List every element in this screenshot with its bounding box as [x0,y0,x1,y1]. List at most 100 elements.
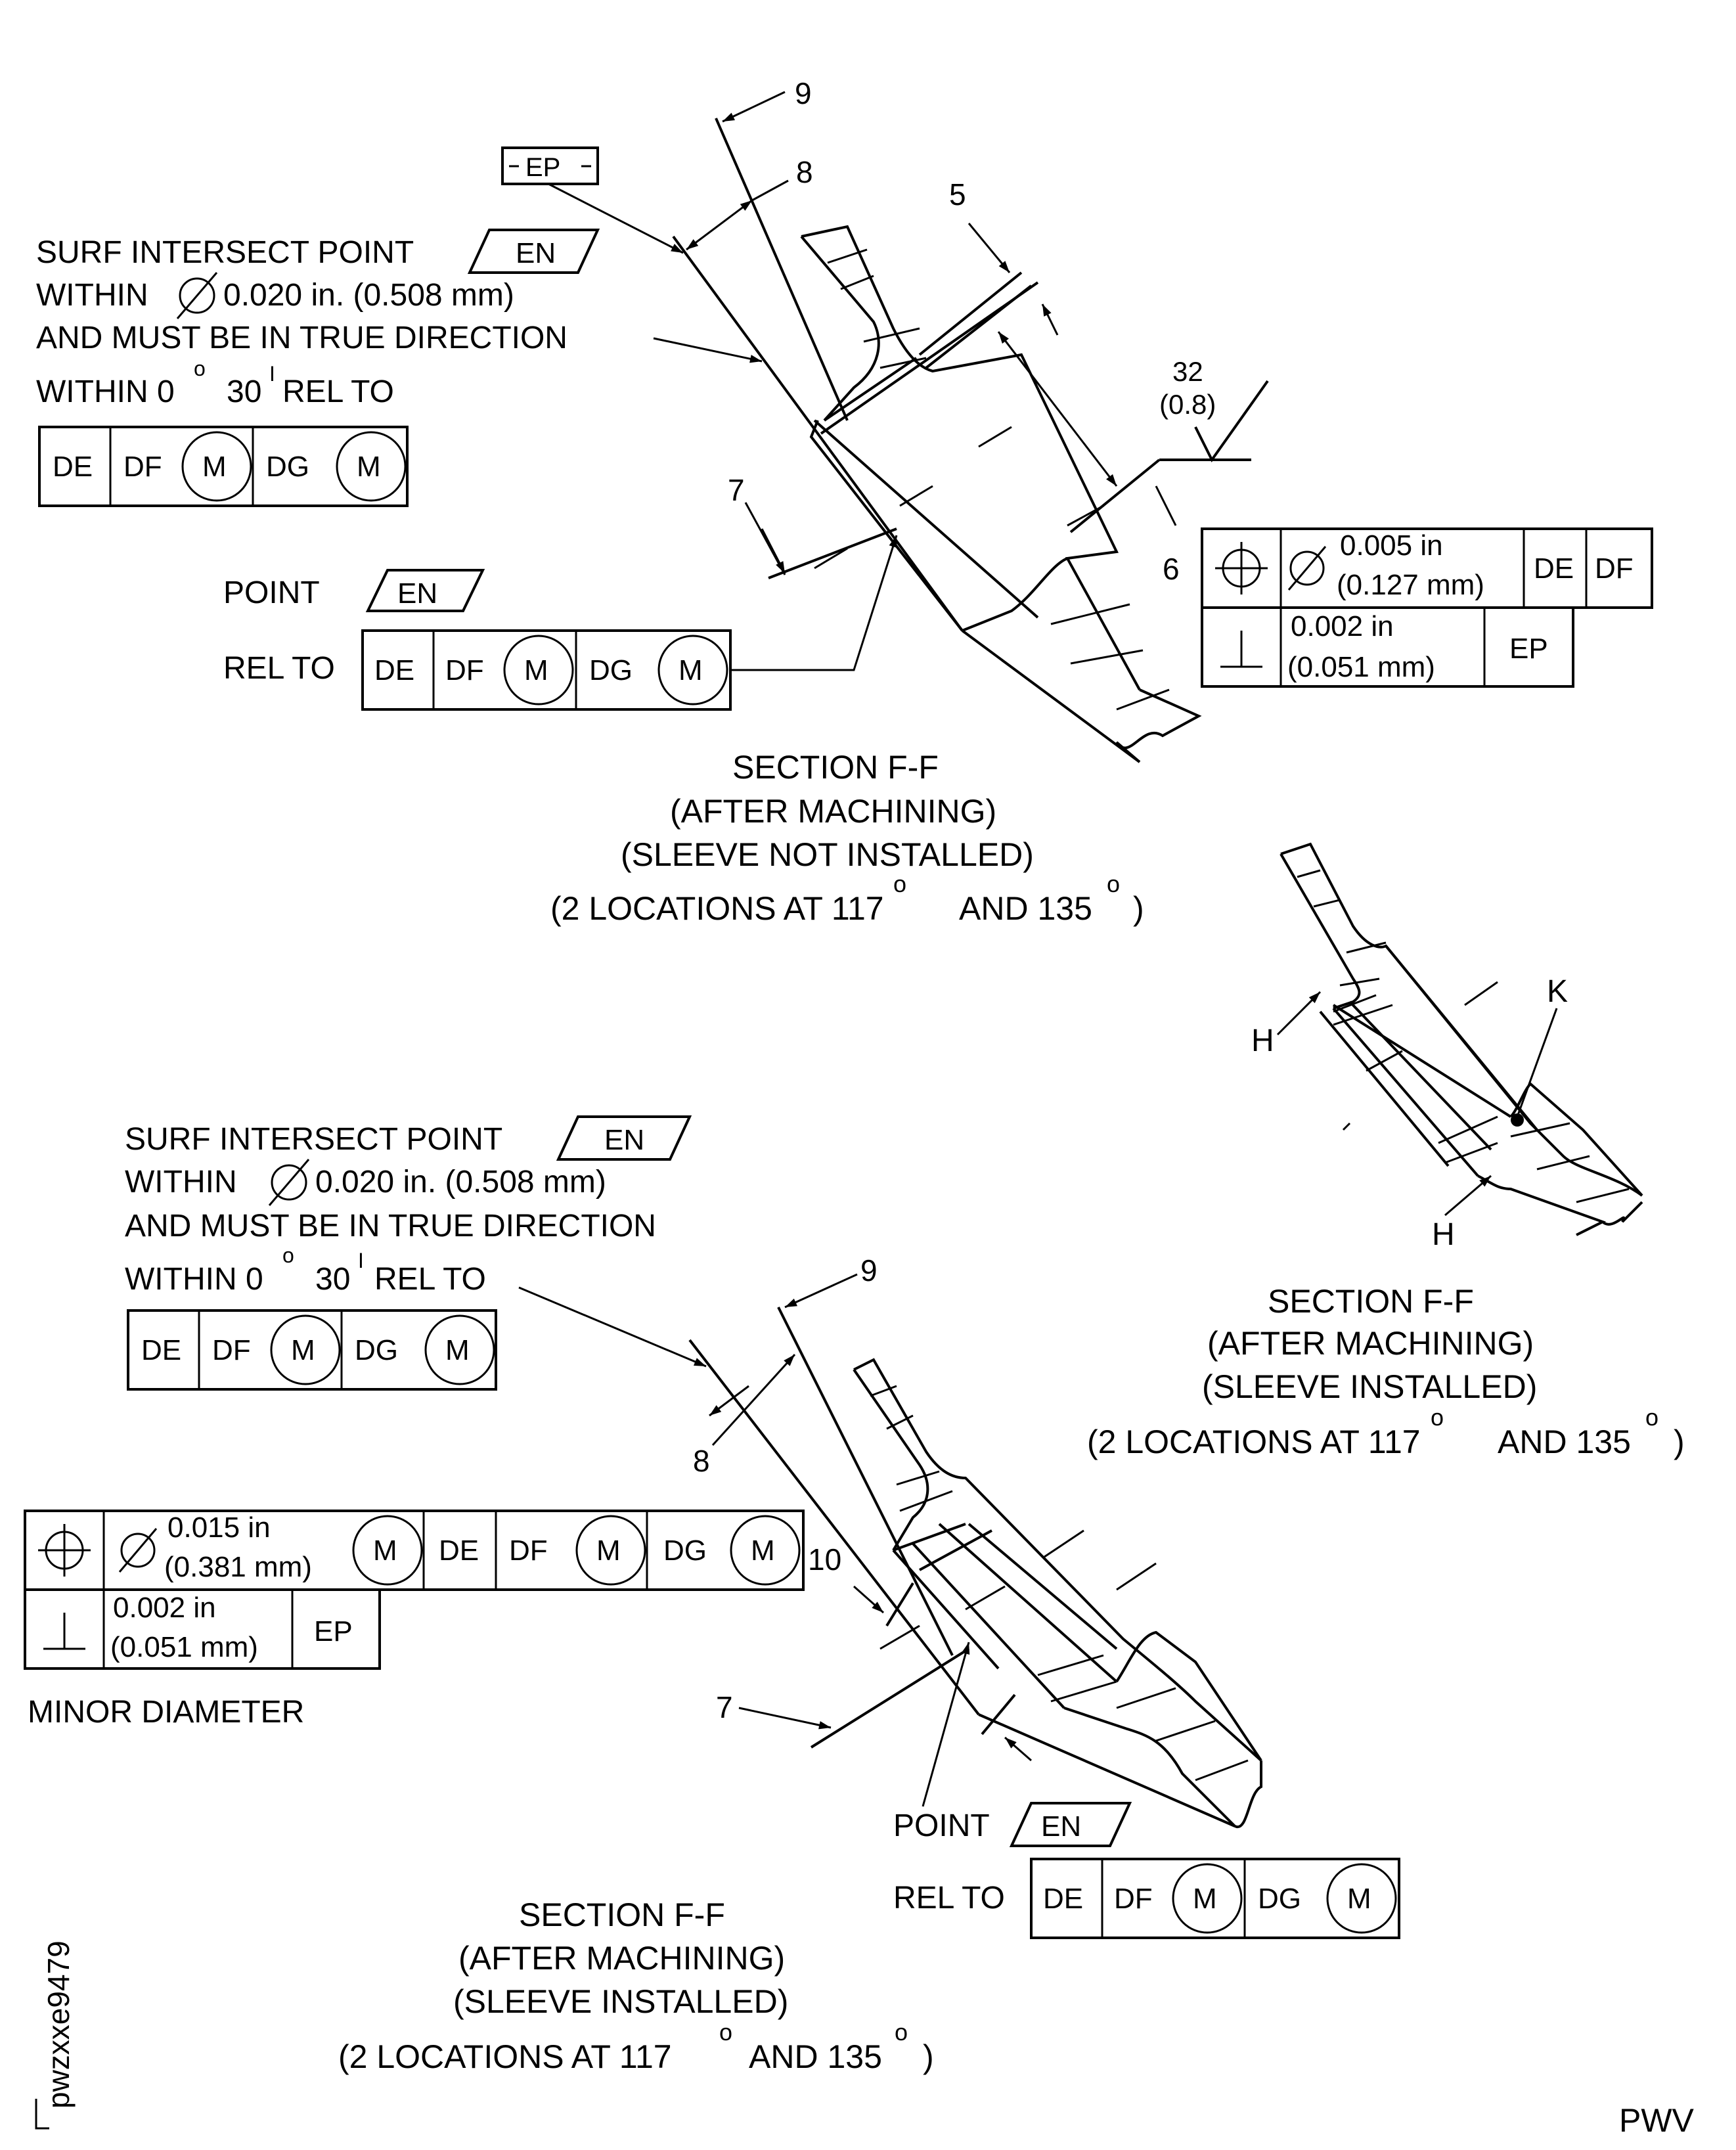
callout-h-lower: H [1432,1217,1455,1252]
svg-text:o: o [1431,1404,1444,1431]
svg-text:DG: DG [355,1334,398,1366]
svg-text:M: M [1193,1883,1217,1915]
svg-text:M: M [373,1534,397,1567]
datum-en-point-top: EN [365,569,485,612]
section-right-geometry [1276,842,1643,1236]
note-dia-value: 0.020 in. (0.508 mm) [223,278,514,313]
svg-text:DF: DF [1595,552,1634,585]
diameter-icon [268,1159,310,1206]
note-surf-intersect-top: SURF INTERSECT POINT EN WITHIN 0.020 in.… [36,229,600,409]
svg-text:(2 LOCATIONS AT 117: (2 LOCATIONS AT 117 [338,2038,672,2075]
svg-text:WITHIN 0: WITHIN 0 [125,1262,263,1297]
svg-text:0.005 in: 0.005 in [1340,529,1443,562]
svg-text:I: I [269,362,275,386]
svg-text:0.002 in: 0.002 in [1291,610,1394,642]
diameter-icon [1287,546,1327,591]
svg-text:AND 135: AND 135 [1498,1423,1631,1460]
svg-text:M: M [524,654,548,686]
svg-text:SECTION F-F: SECTION F-F [732,749,939,786]
perpendicularity-icon [1220,631,1262,668]
position-icon [38,1524,91,1577]
svg-text:0.015 in: 0.015 in [167,1512,271,1544]
datum-frame-point-bottom: DE DF M DG M [1030,1858,1400,1939]
svg-text:): ) [923,2038,934,2075]
svg-text:(0.051 mm): (0.051 mm) [110,1631,258,1663]
section-title-right: SECTION F-F (AFTER MACHINING) (SLEEVE IN… [1087,1283,1685,1460]
feature-control-frame-top: 0.005 in (0.127 mm) DE DF 0.002 in (0.05… [1201,527,1653,688]
svg-text:M: M [357,451,381,483]
svg-text:(AFTER MACHINING): (AFTER MACHINING) [670,793,996,830]
note-rel-to-top: REL TO [223,651,335,686]
svg-text:EN: EN [604,1124,644,1156]
feature-control-frame-bottom: 0.015 in (0.381 mm) M DE DF M DG M 0.002… [24,1510,805,1670]
note-line-4: WITHIN 0 [36,374,175,409]
svg-text:(2 LOCATIONS AT 117: (2 LOCATIONS AT 117 [1087,1423,1421,1460]
svg-text:o: o [1107,870,1120,897]
svg-text:SECTION F-F: SECTION F-F [519,1896,725,1933]
callout-k: K [1547,974,1568,1009]
svg-text:EN: EN [1041,1810,1081,1843]
svg-text:DE: DE [374,654,414,686]
position-icon [1215,542,1268,594]
datum-ep-top: EP [501,146,599,185]
section-bottom-geometry [518,1273,1262,1829]
svg-text:SURF INTERSECT POINT: SURF INTERSECT POINT [125,1122,502,1157]
svg-text:(AFTER MACHINING): (AFTER MACHINING) [1207,1325,1534,1362]
svg-text:(AFTER MACHINING): (AFTER MACHINING) [458,1940,785,1977]
svg-text:WITHIN: WITHIN [125,1165,237,1199]
svg-text:M: M [445,1334,470,1366]
note-surf-intersect-bottom: SURF INTERSECT POINT EN WITHIN 0.020 in.… [125,1115,692,1297]
svg-text:REL TO: REL TO [282,374,394,409]
svg-text:DG: DG [663,1534,707,1567]
svg-text:M: M [202,451,227,483]
svg-text:DF: DF [509,1534,548,1567]
datum-frame-top-left: DE DF M DG M [38,426,409,507]
note-line-1: SURF INTERSECT POINT [36,235,414,270]
svg-text:EP: EP [1509,633,1548,665]
diameter-icon [176,272,218,319]
svg-text:(SLEEVE NOT INSTALLED): (SLEEVE NOT INSTALLED) [621,836,1034,873]
svg-text:o: o [194,357,206,380]
svg-text:o: o [282,1243,294,1267]
note-line-2: WITHIN [36,278,148,313]
svg-text:AND 135: AND 135 [749,2038,882,2075]
svg-text:EN: EN [397,577,437,610]
callout-8-top: 8 [796,155,813,189]
svg-text:AND MUST BE IN TRUE DIRECTION: AND MUST BE IN TRUE DIRECTION [125,1209,656,1243]
datum-en: EN [516,237,556,269]
datum-frame-bottom-left: DE DF M DG M [127,1309,497,1391]
svg-text:o: o [893,870,906,897]
callout-6: 6 [1163,552,1180,586]
svg-text:(0.127 mm): (0.127 mm) [1337,569,1484,601]
svg-text:SECTION F-F: SECTION F-F [1268,1283,1474,1320]
svg-text:DE: DE [1534,552,1574,585]
svg-text:pwzxxe9479: pwzxxe9479 [41,1940,76,2109]
svg-text:): ) [1674,1423,1685,1460]
callout-7-bottom: 7 [716,1690,733,1724]
note-line-3: AND MUST BE IN TRUE DIRECTION [36,321,568,355]
surface-finish-ra: 32 [1172,356,1203,387]
note-point-bottom: POINT [893,1808,990,1843]
svg-text:0.020 in. (0.508 mm): 0.020 in. (0.508 mm) [315,1165,606,1199]
datum-en-point-bottom: EN [1009,1802,1132,1847]
svg-text:DF: DF [212,1334,251,1366]
diameter-icon [118,1528,158,1573]
svg-text:o: o [1645,1404,1658,1431]
perpendicularity-icon [43,1613,85,1650]
svg-text:): ) [1133,890,1144,927]
svg-text:30: 30 [227,374,261,409]
callout-7-top: 7 [728,473,745,507]
svg-text:o: o [719,2019,732,2046]
svg-text:(0.381 mm): (0.381 mm) [164,1551,312,1583]
note-minor-diameter: MINOR DIAMETER [28,1695,304,1730]
svg-text:M: M [1347,1883,1371,1915]
svg-text:DF: DF [1114,1883,1153,1915]
datum-frame-point-top: DE DF M DG M [361,629,732,711]
callout-10: 10 [808,1542,841,1577]
svg-text:M: M [291,1334,315,1366]
svg-text:DG: DG [589,654,633,686]
svg-text:(2 LOCATIONS AT 117: (2 LOCATIONS AT 117 [550,890,884,927]
svg-text:(SLEEVE INSTALLED): (SLEEVE INSTALLED) [1202,1368,1537,1405]
svg-text:0.002 in: 0.002 in [113,1592,216,1624]
